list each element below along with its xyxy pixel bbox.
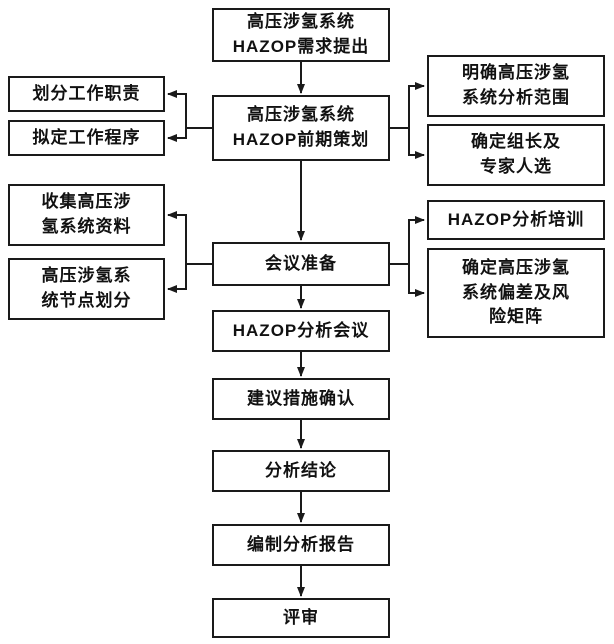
flow-box-work-procedures-label: 拟定工作程序 — [32, 127, 141, 147]
flow-box-review: 评审 — [212, 598, 390, 638]
flow-box-conclusion-label: 分析结论 — [265, 460, 337, 480]
flow-box-meeting-prep: 会议准备 — [212, 242, 390, 286]
flow-box-hazop-planning-label: 高压涉氢系统 HAZOP前期策划 — [232, 105, 370, 149]
flow-box-deviation-risk-matrix: 确定高压涉氢 系统偏差及风 险矩阵 — [427, 248, 605, 338]
flow-box-work-duties: 划分工作职责 — [8, 76, 165, 112]
flow-box-work-procedures: 拟定工作程序 — [8, 120, 165, 156]
flow-box-leader-experts: 确定组长及 专家人选 — [427, 124, 605, 186]
flow-box-hazop-need-label: 高压涉氢系统 HAZOP需求提出 — [232, 12, 370, 56]
flow-box-collect-data-label: 收集高压涉 氢系统资料 — [41, 192, 132, 236]
flow-box-report: 编制分析报告 — [212, 524, 390, 566]
flow-box-analysis-scope: 明确高压涉氢 系统分析范围 — [427, 55, 605, 117]
flow-box-measures-confirm: 建议措施确认 — [212, 378, 390, 420]
flow-box-hazop-need: 高压涉氢系统 HAZOP需求提出 — [212, 8, 390, 62]
flow-box-deviation-risk-matrix-label: 确定高压涉氢 系统偏差及风 险矩阵 — [462, 258, 570, 327]
flow-box-node-division-label: 高压涉氢系 统节点划分 — [41, 266, 132, 310]
flow-box-report-label: 编制分析报告 — [247, 534, 355, 554]
flow-box-node-division: 高压涉氢系 统节点划分 — [8, 258, 165, 320]
flow-box-hazop-training-label: HAZOP分析培训 — [447, 209, 585, 229]
flow-box-hazop-planning: 高压涉氢系统 HAZOP前期策划 — [212, 95, 390, 161]
flow-box-conclusion: 分析结论 — [212, 450, 390, 492]
flow-box-review-label: 评审 — [283, 607, 319, 627]
flow-box-meeting-prep-label: 会议准备 — [265, 253, 337, 273]
flow-box-leader-experts-label: 确定组长及 专家人选 — [471, 132, 561, 176]
flow-box-analysis-scope-label: 明确高压涉氢 系统分析范围 — [462, 63, 570, 107]
flow-box-collect-data: 收集高压涉 氢系统资料 — [8, 184, 165, 246]
flow-box-hazop-training: HAZOP分析培训 — [427, 200, 605, 240]
flow-box-measures-confirm-label: 建议措施确认 — [247, 388, 355, 408]
flow-box-hazop-meeting-label: HAZOP分析会议 — [232, 320, 370, 340]
flow-box-work-duties-label: 划分工作职责 — [32, 83, 141, 103]
flow-box-hazop-meeting: HAZOP分析会议 — [212, 310, 390, 352]
